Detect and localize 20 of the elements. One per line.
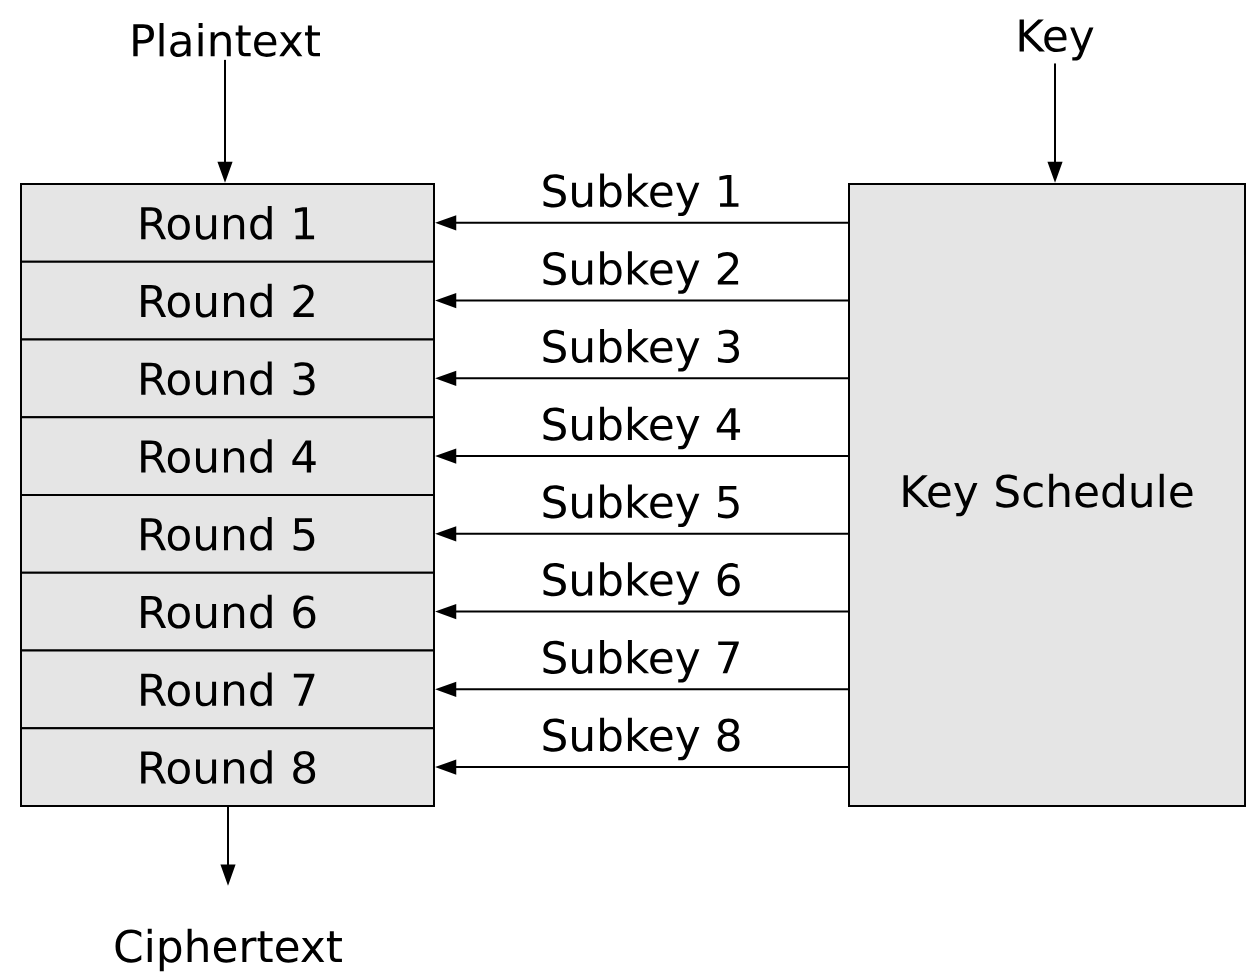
edge-label: Subkey 4 [539,405,744,451]
edge-label: Subkey 5 [539,483,744,529]
edge-label: Subkey 3 [539,327,744,373]
label-text: Ciphertext [115,928,342,972]
round-box: Round 6 [20,571,435,652]
round-box: Round 1 [20,183,435,263]
key-schedule-box: Key Schedule [848,183,1246,807]
edge-label: Subkey 1 [539,172,744,218]
edge-label: Subkey 8 [539,716,744,762]
round-box: Round 7 [20,649,435,730]
edge-label: Subkey 6 [539,560,744,607]
round-box: Round 3 [20,338,435,419]
round-box: Round 4 [20,416,435,496]
round-box: Round 8 [20,727,435,807]
label-text: Plaintext [133,23,320,57]
label-text: Key [1019,19,1094,61]
round-box: Round 2 [20,260,435,341]
edge-label: Subkey 7 [539,638,744,684]
edge-label: Subkey 2 [539,249,744,296]
round-box: Round 5 [20,494,435,574]
